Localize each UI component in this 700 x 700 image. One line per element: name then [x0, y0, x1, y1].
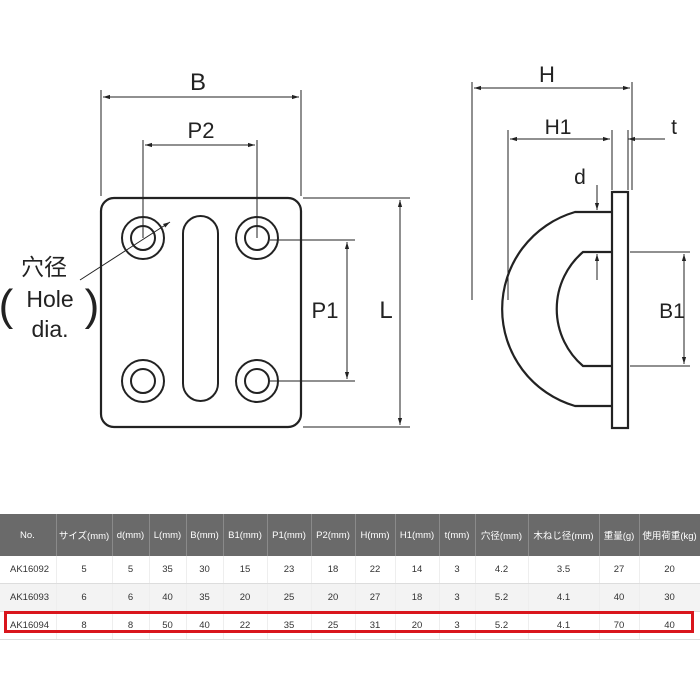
table-cell: 22	[223, 611, 268, 640]
technical-drawing: B P2 P1 L 穴径 ( Hole dia. ) H H1 t d B	[0, 62, 690, 430]
label-d: d	[574, 166, 586, 189]
side-view	[501, 190, 630, 430]
label-B: B	[190, 69, 206, 96]
column-header: 重量(g)	[599, 514, 640, 556]
table-cell: 5	[112, 556, 150, 584]
table-cell: 3	[439, 611, 476, 640]
table-cell: 40	[149, 583, 187, 612]
table-cell: 35	[267, 611, 312, 640]
table-cell: 25	[311, 611, 356, 640]
table-cell: 3	[439, 556, 476, 584]
column-header: サイズ(mm)	[56, 514, 113, 556]
table-cell: 20	[639, 556, 700, 584]
table-cell: 40	[639, 611, 700, 640]
center-slot	[182, 215, 219, 402]
column-header: P2(mm)	[311, 514, 356, 556]
hole-label-en-line2: dia.	[31, 316, 68, 342]
hole-label-jp: 穴径	[21, 254, 67, 280]
table-cell: 20	[223, 583, 268, 612]
front-dimensions	[79, 90, 410, 428]
side-ring-outer	[501, 210, 612, 408]
table-cell: 15	[223, 556, 268, 584]
label-t: t	[671, 116, 677, 139]
table-cell: 4.2	[475, 556, 529, 584]
table-cell: 6	[56, 583, 113, 612]
column-header: H1(mm)	[395, 514, 440, 556]
table-cell: 6	[112, 583, 150, 612]
hole-label-open-paren: (	[0, 281, 14, 330]
table-cell: 30	[186, 556, 224, 584]
hole-label-close-paren: )	[85, 281, 100, 330]
screw-hole-bottom-left	[121, 359, 165, 403]
column-header: 使用荷重(kg)	[639, 514, 700, 556]
column-header: H(mm)	[355, 514, 396, 556]
side-ring-inner	[555, 250, 612, 368]
column-header: d(mm)	[112, 514, 150, 556]
column-header: 穴径(mm)	[475, 514, 529, 556]
table-cell: 25	[267, 583, 312, 612]
table-cell: 18	[311, 556, 356, 584]
table-cell: 3	[439, 583, 476, 612]
table-cell: 4.1	[528, 611, 600, 640]
product-number-cell: AK16094	[0, 611, 57, 640]
column-header: t(mm)	[439, 514, 476, 556]
table-cell: 20	[395, 611, 440, 640]
table-cell: 35	[186, 583, 224, 612]
side-dimensions	[471, 82, 690, 367]
product-number-cell: AK16093	[0, 583, 57, 612]
table-header-row: No.サイズ(mm)d(mm)L(mm)B(mm)B1(mm)P1(mm)P2(…	[0, 514, 700, 556]
base-plate-outline	[99, 196, 303, 429]
hole-label-en-line1: Hole	[26, 286, 73, 312]
table-cell: 8	[56, 611, 113, 640]
table-cell: 27	[355, 583, 396, 612]
table-cell: 30	[639, 583, 700, 612]
product-number-cell: AK16092	[0, 556, 57, 584]
table-cell: 31	[355, 611, 396, 640]
table-cell: 22	[355, 556, 396, 584]
column-header: 木ねじ径(mm)	[528, 514, 600, 556]
table-cell: 8	[112, 611, 150, 640]
table-cell: 50	[149, 611, 187, 640]
table-cell: 18	[395, 583, 440, 612]
label-H1: H1	[545, 116, 572, 139]
label-B1: B1	[659, 300, 685, 323]
table-cell: 5.2	[475, 583, 529, 612]
label-L: L	[379, 297, 392, 324]
column-header: B(mm)	[186, 514, 224, 556]
column-header: L(mm)	[149, 514, 187, 556]
table-cell: 5.2	[475, 611, 529, 640]
front-view	[99, 196, 303, 429]
column-header: P1(mm)	[267, 514, 312, 556]
side-base-plate	[610, 190, 630, 430]
table-cell: 40	[186, 611, 224, 640]
table-cell: 20	[311, 583, 356, 612]
spec-table-header: No.サイズ(mm)d(mm)L(mm)B(mm)B1(mm)P1(mm)P2(…	[0, 514, 700, 556]
table-cell: 27	[599, 556, 640, 584]
column-header: B1(mm)	[223, 514, 268, 556]
label-P2: P2	[188, 118, 215, 143]
hole-leader-line	[79, 221, 171, 281]
table-cell: 70	[599, 611, 640, 640]
spec-table: No.サイズ(mm)d(mm)L(mm)B(mm)B1(mm)P1(mm)P2(…	[0, 514, 700, 640]
table-cell: 23	[267, 556, 312, 584]
column-header: No.	[0, 514, 57, 556]
table-cell: 3.5	[528, 556, 600, 584]
table-cell: 14	[395, 556, 440, 584]
table-cell: 40	[599, 583, 640, 612]
label-H: H	[539, 62, 555, 87]
table-cell: 4.1	[528, 583, 600, 612]
label-P1: P1	[312, 298, 339, 323]
table-cell: 35	[149, 556, 187, 584]
table-cell: 5	[56, 556, 113, 584]
